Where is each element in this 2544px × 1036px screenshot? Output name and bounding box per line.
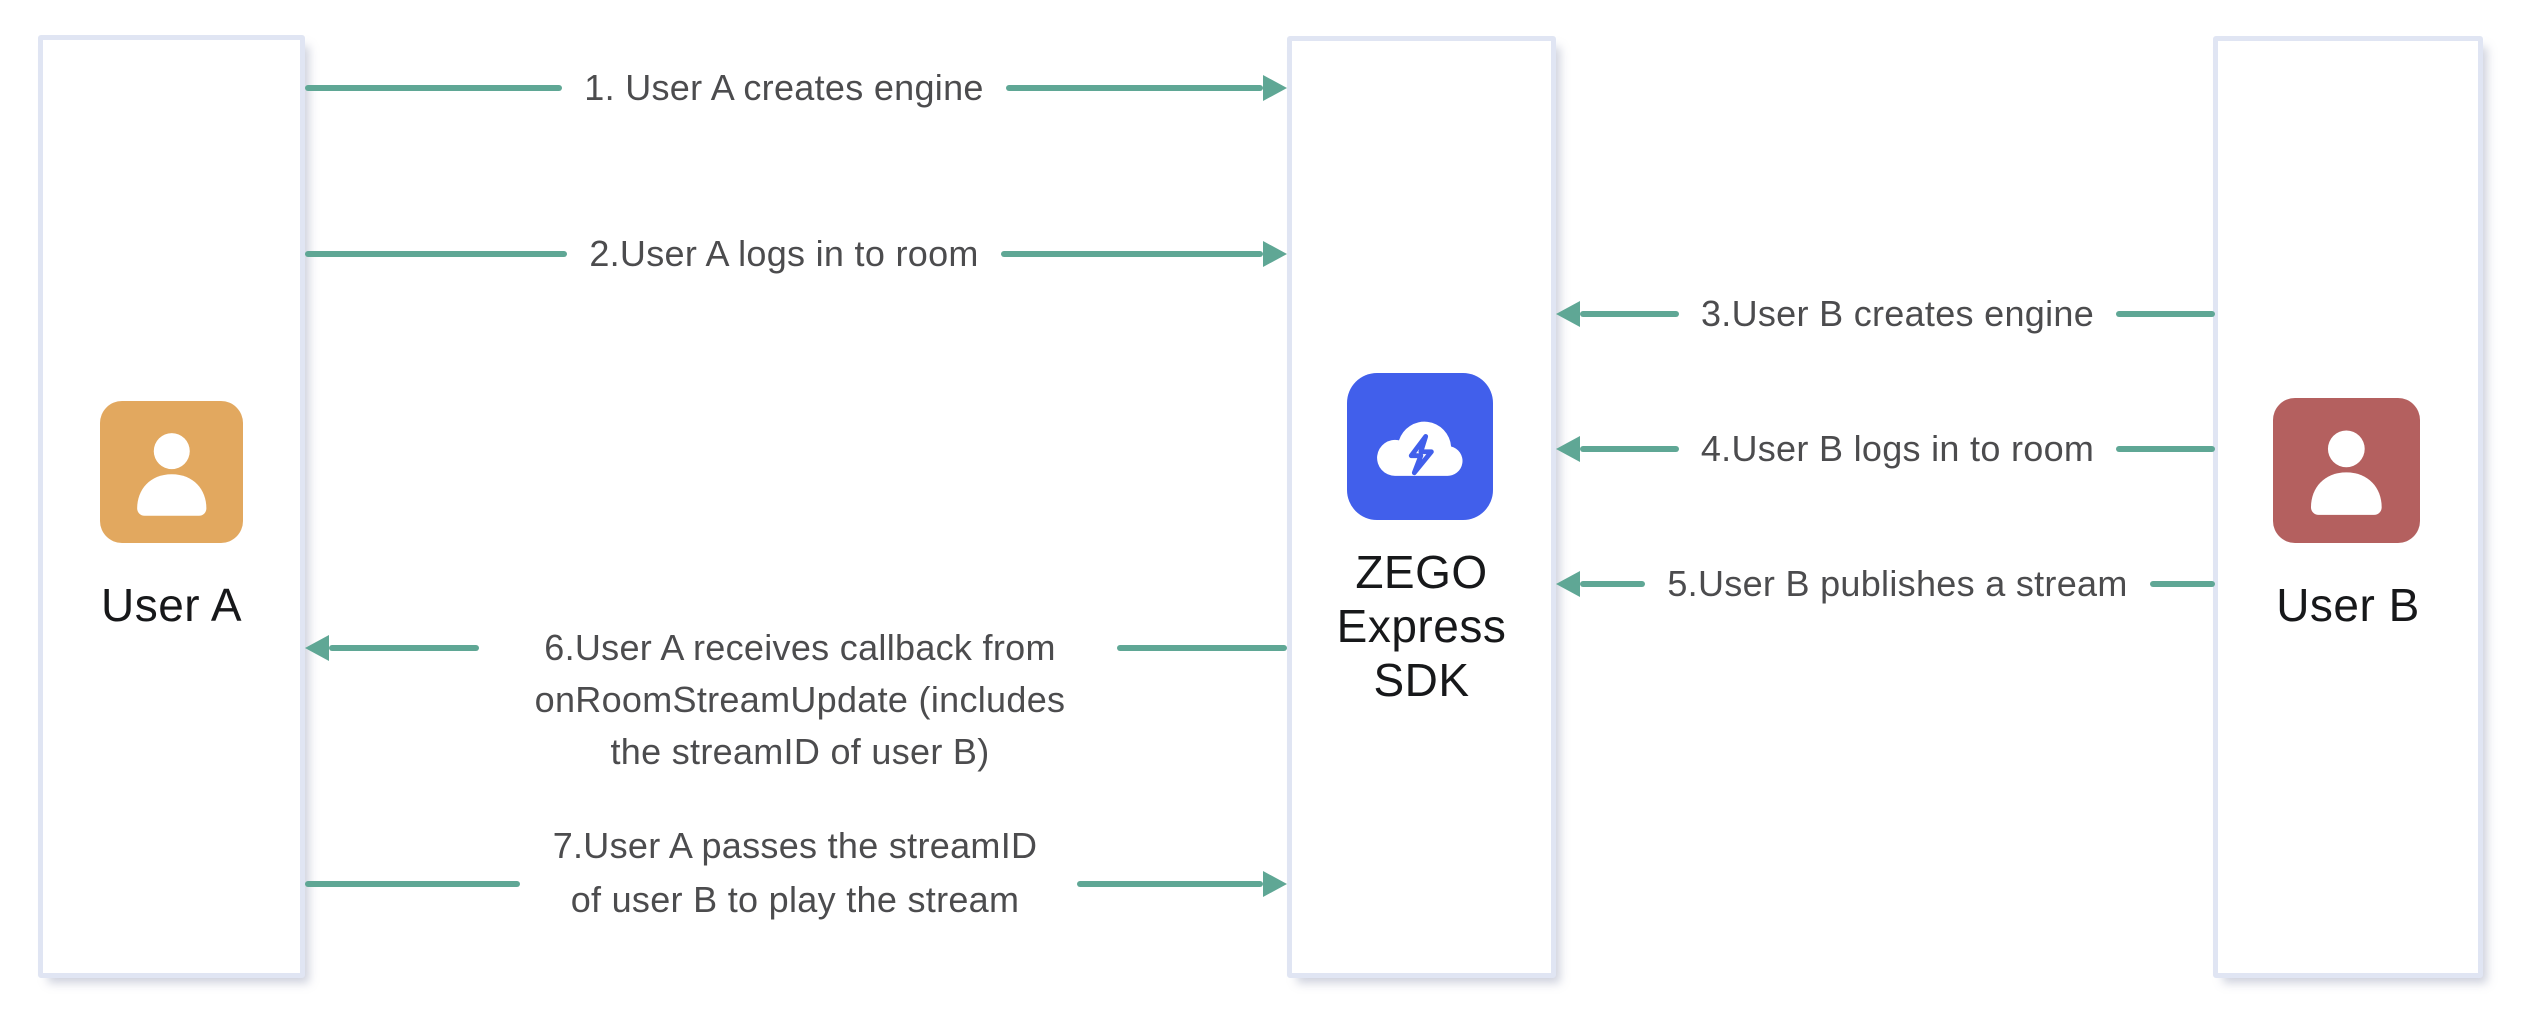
arrowhead-left-icon xyxy=(1556,301,1580,327)
sdk-label-line-1: ZEGO xyxy=(1355,546,1488,598)
arrow-line xyxy=(305,85,563,91)
sdk-label-line-2: Express xyxy=(1336,600,1507,652)
arrow-3-label: 3.User B creates engine xyxy=(1700,293,2095,334)
arrow-1-create-engine-a: 1. User A creates engine xyxy=(305,67,1288,108)
arrowhead-left-icon xyxy=(305,635,329,661)
arrow-4-label: 4.User B logs in to room xyxy=(1700,428,2095,469)
arrowhead-right-icon xyxy=(1263,241,1288,267)
arrow-1-label: 1. User A creates engine xyxy=(584,67,984,108)
sdk-label: ZEGO Express SDK xyxy=(1292,545,1551,707)
arrow-6-label-line-3: the streamID of user B) xyxy=(610,731,990,772)
arrow-line xyxy=(1580,311,1679,317)
arrow-6-label: 6.User A receives callback from onRoomSt… xyxy=(475,622,1125,778)
arrow-6-stream-update-callback: 6.User A receives callback from onRoomSt… xyxy=(305,622,1287,782)
arrow-line xyxy=(1580,581,1646,587)
arrow-line xyxy=(2116,446,2216,452)
arrow-2-label: 2.User A logs in to room xyxy=(589,233,979,274)
sdk-label-line-3: SDK xyxy=(1373,654,1470,706)
arrowhead-right-icon xyxy=(1263,871,1287,897)
arrow-line xyxy=(1005,85,1264,91)
arrow-5-label: 5.User B publishes a stream xyxy=(1667,563,2128,604)
arrow-7-play-stream: 7.User A passes the streamID of user B t… xyxy=(305,819,1287,931)
arrow-line xyxy=(329,645,479,651)
arrow-line xyxy=(1077,881,1263,887)
arrow-line xyxy=(305,251,568,257)
arrow-6-label-line-2: onRoomStreamUpdate (includes xyxy=(534,679,1066,720)
arrowhead-left-icon xyxy=(1556,436,1580,462)
arrowhead-right-icon xyxy=(1263,75,1288,101)
arrow-4-login-room-b: 4.User B logs in to room xyxy=(1556,428,2216,469)
user-a-label: User A xyxy=(100,579,243,631)
arrow-line xyxy=(2116,311,2216,317)
arrow-7-label: 7.User A passes the streamID of user B t… xyxy=(475,819,1115,927)
panel-user-a: User A xyxy=(38,35,305,978)
arrow-6-label-line-1: 6.User A receives callback from xyxy=(544,627,1056,668)
arrow-line xyxy=(305,881,520,887)
user-b-person-icon xyxy=(2273,398,2420,543)
panel-user-b: User B xyxy=(2213,36,2483,978)
arrow-line xyxy=(2149,581,2215,587)
panel-sdk: ZEGO Express SDK xyxy=(1287,36,1556,978)
arrow-line xyxy=(1117,645,1287,651)
arrow-line xyxy=(1000,251,1264,257)
cloud-lightning-icon xyxy=(1347,373,1493,520)
arrow-7-label-line-2: of user B to play the stream xyxy=(570,879,1020,920)
arrow-5-publish-stream-b: 5.User B publishes a stream xyxy=(1556,563,2215,604)
user-a-person-icon xyxy=(100,401,243,543)
arrowhead-left-icon xyxy=(1556,571,1580,597)
arrow-7-label-line-1: 7.User A passes the streamID xyxy=(552,825,1038,866)
user-b-label: User B xyxy=(2276,579,2420,631)
arrow-line xyxy=(1580,446,1679,452)
arrow-2-login-room-a: 2.User A logs in to room xyxy=(305,233,1288,274)
arrow-3-create-engine-b: 3.User B creates engine xyxy=(1556,293,2216,334)
